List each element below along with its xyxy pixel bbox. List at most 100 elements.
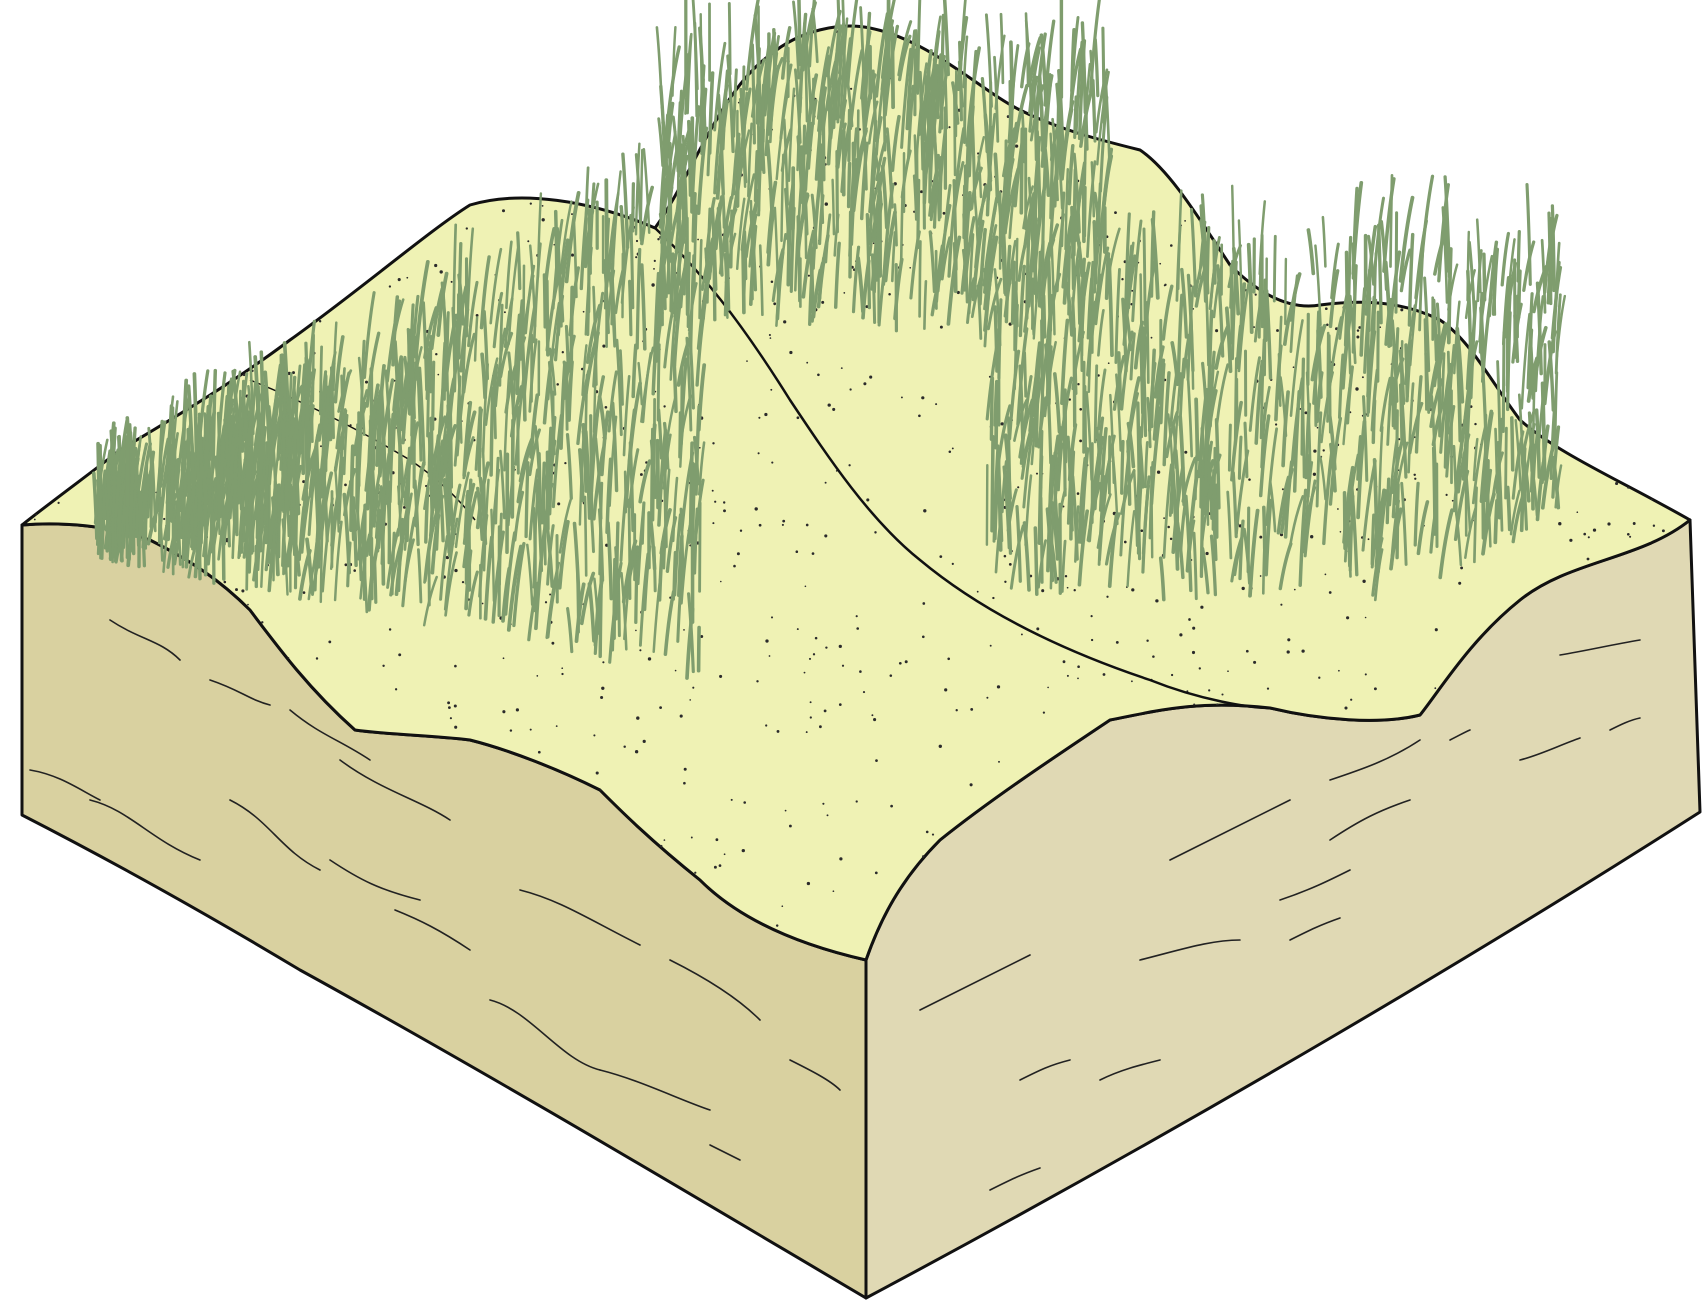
grass-blade: [1391, 175, 1393, 266]
stipple-dot: [1250, 191, 1252, 193]
grass-blade: [821, 145, 822, 206]
stipple-dot: [600, 696, 603, 699]
stipple-dot: [815, 637, 818, 640]
stipple-dot: [833, 890, 835, 892]
grass-blade: [1017, 239, 1018, 290]
stipple-dot: [1329, 591, 1332, 594]
stipple-dot: [593, 734, 595, 736]
stipple-dot: [170, 91, 173, 94]
stipple-dot: [770, 337, 772, 339]
stipple-dot: [204, 30, 207, 33]
stipple-dot: [1458, 582, 1461, 585]
stipple-dot: [1596, 434, 1598, 436]
stipple-dot: [742, 849, 745, 852]
stipple-dot: [659, 706, 662, 709]
stipple-dot: [899, 662, 902, 665]
stipple-dot: [1429, 257, 1432, 260]
stipple-dot: [551, 642, 554, 645]
grass-blade: [585, 497, 586, 576]
stipple-dot: [98, 266, 101, 269]
stipple-dot: [683, 782, 686, 785]
stipple-dot: [1588, 536, 1590, 538]
stipple-dot: [601, 36, 604, 39]
stipple-dot: [1065, 575, 1067, 577]
stipple-dot: [1294, 589, 1296, 591]
stipple-dot: [932, 834, 934, 836]
grass-blade: [547, 281, 548, 355]
stipple-dot: [565, 71, 568, 74]
stipple-dot: [1606, 374, 1608, 376]
stipple-dot: [549, 118, 552, 121]
stipple-dot: [1298, 146, 1300, 148]
stipple-dot: [1091, 615, 1093, 617]
stipple-dot: [1593, 528, 1596, 531]
grass-blade: [1425, 320, 1427, 410]
stipple-dot: [781, 905, 783, 907]
stipple-dot: [1184, 451, 1187, 454]
grass-blade: [918, 180, 919, 247]
stipple-dot: [797, 628, 799, 630]
stipple-dot: [813, 653, 815, 655]
stipple-dot: [315, 164, 317, 166]
stipple-dot: [437, 374, 439, 376]
stipple-dot: [771, 616, 773, 618]
grass-blade: [1368, 317, 1369, 416]
stipple-dot: [856, 627, 859, 630]
stipple-dot: [712, 442, 714, 444]
stipple-dot: [824, 534, 827, 537]
grass-blade: [450, 409, 451, 487]
stipple-dot: [1662, 529, 1665, 532]
stipple-dot: [430, 63, 432, 65]
stipple-dot: [36, 246, 39, 249]
grass-blade: [524, 266, 525, 328]
stipple-dot: [1533, 50, 1535, 52]
stipple-dot: [48, 31, 50, 33]
grass-blade: [1263, 550, 1264, 594]
stipple-dot: [43, 106, 45, 108]
stipple-dot: [100, 429, 102, 431]
grass-blade: [700, 240, 702, 318]
stipple-dot: [1079, 440, 1082, 443]
stipple-dot: [1041, 589, 1044, 592]
stipple-dot: [1167, 78, 1169, 80]
grass-blade: [1448, 352, 1449, 409]
stipple-dot: [1170, 244, 1173, 247]
stipple-dot: [528, 115, 530, 117]
stipple-dot: [839, 857, 842, 860]
stipple-dot: [1260, 575, 1262, 577]
stipple-dot: [120, 317, 123, 320]
grass-blade: [1239, 437, 1241, 478]
stipple-dot: [1345, 58, 1347, 60]
stipple-dot: [58, 485, 60, 487]
stipple-dot: [789, 351, 792, 354]
stipple-dot: [1388, 115, 1391, 118]
stipple-dot: [1263, 63, 1265, 65]
stipple-dot: [184, 128, 187, 131]
stipple-dot: [72, 945, 75, 948]
stipple-dot: [869, 376, 872, 379]
grass-blade: [895, 205, 897, 246]
stipple-dot: [1316, 50, 1318, 52]
stipple-dot: [99, 55, 101, 57]
stipple-dot: [1669, 132, 1671, 134]
stipple-dot: [1208, 689, 1210, 691]
stipple-dot: [1114, 107, 1117, 110]
stipple-dot: [1307, 294, 1309, 296]
stipple-dot: [1618, 883, 1620, 885]
stipple-dot: [1324, 69, 1327, 72]
stipple-dot: [608, 179, 611, 182]
grass-blade: [956, 71, 957, 136]
stipple-dot: [888, 293, 891, 296]
stipple-dot: [1313, 473, 1316, 476]
stipple-dot: [1043, 711, 1045, 713]
stipple-dot: [454, 665, 457, 668]
grass-blade: [1229, 425, 1230, 470]
stipple-dot: [909, 267, 911, 269]
stipple-dot: [1232, 108, 1235, 111]
stipple-dot: [850, 88, 852, 90]
stipple-dot: [819, 725, 822, 728]
stipple-dot: [1639, 278, 1641, 280]
stipple-dot: [1108, 362, 1110, 364]
stipple-dot: [1121, 278, 1123, 280]
stipple-dot: [1077, 678, 1079, 680]
